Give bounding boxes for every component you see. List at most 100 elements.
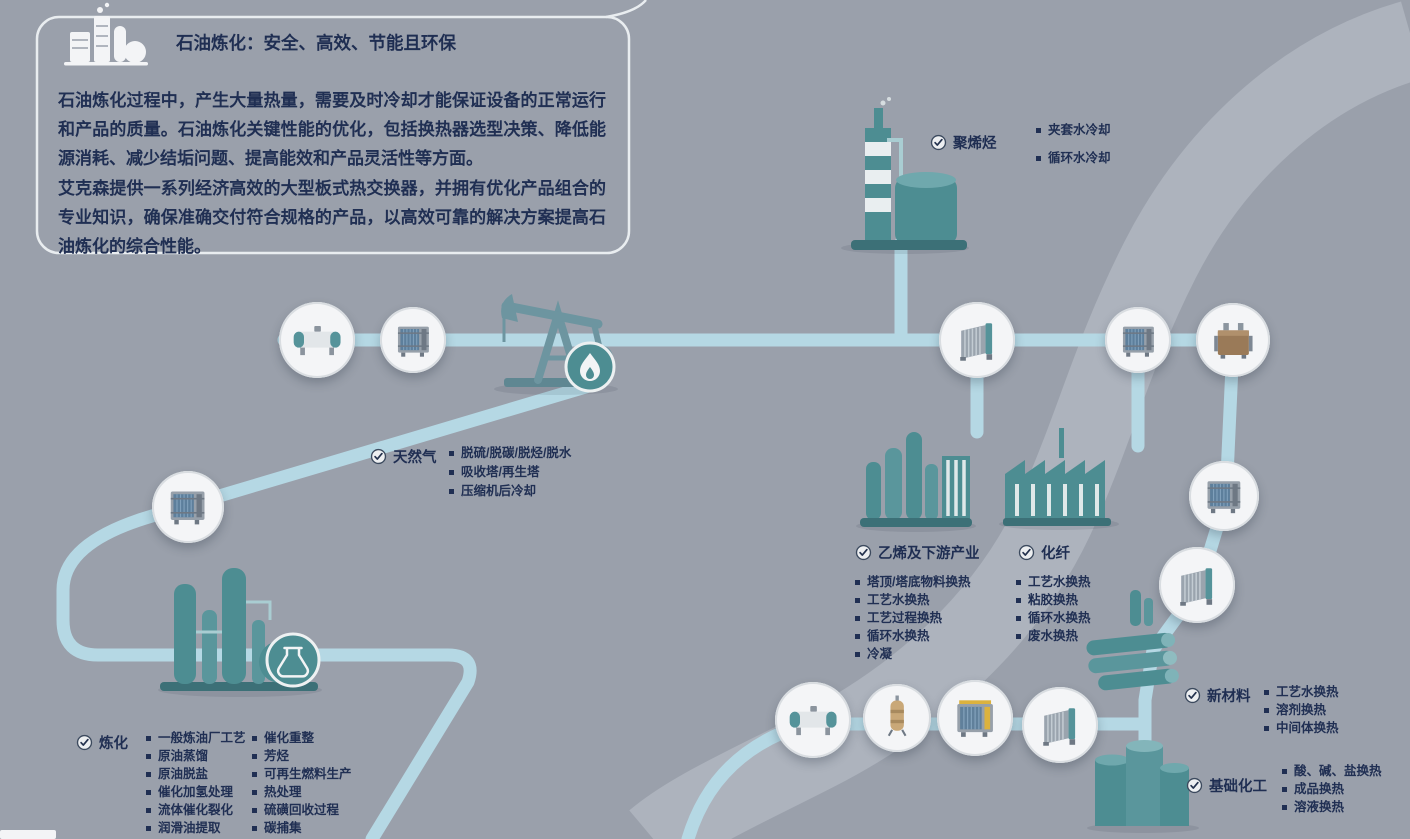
list-item: 工艺水换热: [1264, 683, 1339, 701]
flask-icon: [265, 632, 321, 688]
equipment-icon-plate-heat-exchanger-yellow: [937, 680, 1013, 756]
bullet-text: 碳捕集: [264, 821, 302, 835]
list-item: 热处理: [252, 783, 352, 801]
list-item: 流体催化裂化: [146, 801, 246, 819]
section-natural-gas: 天然气: [370, 446, 437, 467]
bullet-text: 循环水换热: [1028, 611, 1091, 625]
bullet-square-icon: [855, 651, 860, 657]
bullet-text: 脱硫/脱碳/脱烃/脱水: [461, 446, 572, 460]
equipment-icon-vertical-vessel: [863, 684, 931, 752]
check-circle-icon: [1186, 777, 1203, 794]
footer-chip: [0, 830, 56, 839]
bullet-text: 润滑油提取: [158, 821, 221, 835]
bullet-square-icon: [1264, 725, 1269, 731]
section-refining: 炼化: [76, 732, 128, 753]
check-circle-icon: [1018, 544, 1035, 561]
equipment-icon-shell-vessel: [279, 302, 355, 378]
bullet-square-icon: [252, 807, 257, 813]
oil-pumpjack-illustration: [494, 294, 618, 395]
list-item: 溶剂换热: [1264, 701, 1339, 719]
equipment-icon-angled-plate-heat-exchanger: [1022, 687, 1098, 763]
bullet-square-icon: [146, 789, 151, 795]
list-item: 一般炼油厂工艺: [146, 729, 246, 747]
bullet-square-icon: [855, 615, 860, 621]
bullet-square-icon: [855, 579, 860, 585]
list-item: 废水换热: [1016, 627, 1091, 645]
bullet-square-icon: [855, 597, 860, 603]
bullet-square-icon: [1036, 155, 1041, 161]
list-item: 循环水换热: [855, 627, 970, 645]
new-materials-bullet-list: 工艺水换热 溶剂换热 中间体换热: [1264, 683, 1339, 737]
list-item: 芳烃: [252, 747, 352, 765]
list-item: 循环水换热: [1016, 609, 1091, 627]
check-circle-icon: [855, 544, 872, 561]
bullet-square-icon: [252, 753, 257, 759]
page-title: 石油炼化：安全、高效、节能且环保: [176, 33, 456, 53]
list-item: 酸、碱、盐换热: [1282, 762, 1382, 780]
bullet-text: 可再生燃料生产: [264, 767, 352, 781]
list-item: 中间体换热: [1264, 719, 1339, 737]
refining-bullet-list-col2: 催化重整 芳烃 可再生燃料生产 热处理 硫磺回收过程 碳捕集: [252, 729, 352, 837]
bullet-text: 循环水冷却: [1048, 151, 1111, 165]
fiber-bullet-list: 工艺水换热 粘胶换热 循环水换热 废水换热: [1016, 573, 1091, 645]
list-item: 硫磺回收过程: [252, 801, 352, 819]
bullet-square-icon: [1016, 633, 1021, 639]
bullet-square-icon: [1282, 786, 1287, 792]
section-fiber: 化纤: [1018, 542, 1070, 563]
refining-bullet-list-col1: 一般炼油厂工艺 原油蒸馏 原油脱盐 催化加氢处理 流体催化裂化 润滑油提取: [146, 729, 246, 837]
section-title: 基础化工: [1209, 779, 1267, 795]
section-new-materials: 新材料: [1184, 685, 1251, 706]
list-item: 塔顶/塔底物料换热: [855, 573, 970, 591]
natural-gas-bullet-list: 脱硫/脱碳/脱烃/脱水 吸收塔/再生塔 压缩机后冷却: [449, 444, 571, 501]
bullet-text: 工艺水换热: [867, 593, 930, 607]
equipment-icon-shell-vessel: [775, 682, 851, 758]
section-title: 炼化: [99, 736, 128, 752]
bullet-text: 压缩机后冷却: [461, 484, 537, 498]
bullet-square-icon: [252, 735, 257, 741]
bullet-text: 溶液换热: [1294, 800, 1345, 814]
bullet-text: 工艺水换热: [1028, 575, 1091, 589]
bullet-text: 工艺过程换热: [867, 611, 943, 625]
storage-tanks-illustration: [1087, 740, 1199, 833]
bullet-square-icon: [252, 789, 257, 795]
bullet-text: 溶剂换热: [1276, 703, 1327, 717]
bullet-text: 吸收塔/再生塔: [461, 465, 540, 479]
section-title: 乙烯及下游产业: [878, 546, 980, 562]
bullet-square-icon: [252, 771, 257, 777]
header-outline: [35, 0, 647, 255]
bullet-square-icon: [146, 825, 151, 831]
bullet-text: 酸、碱、盐换热: [1294, 764, 1382, 778]
equipment-icon-plate-heat-exchanger: [1189, 461, 1259, 531]
bullet-text: 循环水换热: [867, 629, 930, 643]
bullet-text: 催化加氢处理: [158, 785, 234, 799]
section-ethylene: 乙烯及下游产业: [855, 542, 980, 563]
bullet-text: 夹套水冷却: [1048, 123, 1111, 137]
bullet-square-icon: [146, 771, 151, 777]
bullet-text: 一般炼油厂工艺: [158, 731, 246, 745]
bullet-square-icon: [1264, 689, 1269, 695]
check-circle-icon: [370, 448, 387, 465]
check-circle-icon: [930, 134, 947, 151]
intro-paragraph-2: 艾克森提供一系列经济高效的大型板式热交换器，并拥有优化产品组合的专业知识，确保准…: [58, 179, 606, 256]
section-title: 化纤: [1041, 546, 1070, 562]
list-item: 吸收塔/再生塔: [449, 463, 571, 482]
bullet-square-icon: [146, 807, 151, 813]
bullet-text: 成品换热: [1294, 782, 1345, 796]
ethylene-bullet-list: 塔顶/塔底物料换热 工艺水换热 工艺过程换热 循环水换热 冷凝: [855, 573, 970, 663]
list-item: 催化加氢处理: [146, 783, 246, 801]
bullet-text: 中间体换热: [1276, 721, 1339, 735]
list-item: 工艺水换热: [855, 591, 970, 609]
check-circle-icon: [76, 734, 93, 751]
bullet-square-icon: [449, 451, 454, 456]
polyolefin-plant-illustration: [841, 97, 969, 254]
section-title: 天然气: [393, 450, 437, 466]
bullet-text: 芳烃: [264, 749, 290, 763]
section-title: 聚烯烃: [953, 136, 997, 152]
bullet-square-icon: [1016, 615, 1021, 621]
pipe-left-diagonal: [56, 376, 606, 839]
bullet-square-icon: [1036, 127, 1041, 133]
equipment-icon-plate-heat-exchanger: [1105, 307, 1171, 373]
list-item: 工艺水换热: [1016, 573, 1091, 591]
list-item: 可再生燃料生产: [252, 765, 352, 783]
